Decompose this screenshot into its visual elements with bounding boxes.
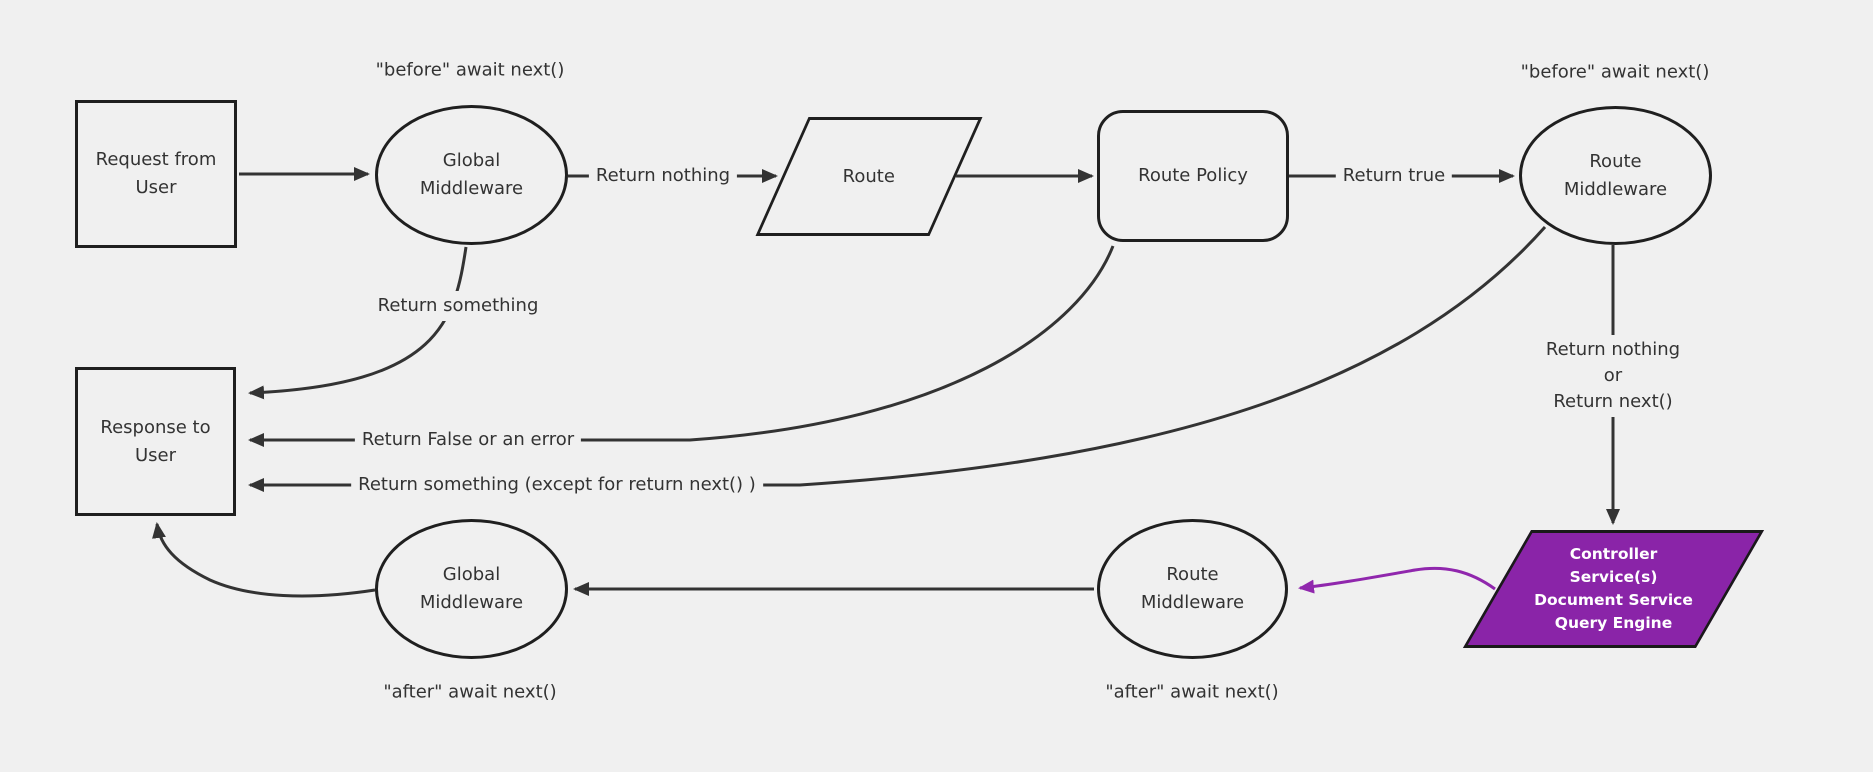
node-route-policy: Route Policy xyxy=(1097,110,1289,242)
node-label-line: Query Engine xyxy=(1554,614,1673,632)
edge-route-policy-to-response-return-false xyxy=(248,245,1115,447)
annotation-after-await-global: "after" await next() xyxy=(383,681,557,703)
node-label-line: Middleware xyxy=(1140,592,1245,613)
node-label-line: Global xyxy=(442,150,501,171)
node-label-line: Route xyxy=(842,165,896,187)
node-label-line: Service(s) xyxy=(1569,568,1658,586)
node-label-line: Controller xyxy=(1569,545,1658,563)
edge-global-middleware-bottom-to-response xyxy=(152,522,376,598)
node-label-line: Middleware xyxy=(1563,178,1668,200)
edge-label-return-false-or-error: Return False or an error xyxy=(354,425,582,455)
node-label-line: User xyxy=(135,177,177,198)
edge-label-line: Return next() xyxy=(1553,391,1673,412)
node-global-middleware-top: Global Middleware xyxy=(375,105,568,245)
edge-global-middleware-to-response-return-something xyxy=(248,246,468,400)
node-global-middleware-bottom: Global Middleware xyxy=(375,519,568,659)
node-label-line: User xyxy=(134,444,177,466)
node-label-line: Document Service xyxy=(1534,591,1693,609)
edge-route-middleware-to-response-return-something-except xyxy=(248,226,1547,492)
node-label-line: Route xyxy=(1166,564,1219,585)
node-controller-services: Controller Service(s) Document Service Q… xyxy=(1462,530,1765,648)
node-label-line: Middleware xyxy=(419,592,524,613)
node-response-to-user: Response to User xyxy=(75,367,236,516)
node-label-line: Middleware xyxy=(419,178,524,199)
edge-label-return-something-except: Return something (except for return next… xyxy=(351,470,763,500)
edge-label-return-nothing: Return nothing xyxy=(588,161,738,191)
node-label-line: Response to xyxy=(100,416,211,438)
node-label-line: Request from xyxy=(95,149,217,170)
edge-label-line: or xyxy=(1603,365,1623,386)
annotation-before-await-global: "before" await next() xyxy=(375,59,565,81)
edge-label-return-something: Return something xyxy=(370,291,546,321)
edge-label-return-true: Return true xyxy=(1335,161,1453,191)
node-request-from-user: Request from User xyxy=(75,100,237,248)
edge-label-return-nothing-or-return-next: Return nothing or Return next() xyxy=(1538,335,1688,417)
annotation-after-await-route: "after" await next() xyxy=(1105,681,1279,703)
annotation-before-await-route: "before" await next() xyxy=(1520,61,1710,83)
node-label-line: Global xyxy=(442,564,501,585)
node-route-middleware-bottom: Route Middleware xyxy=(1097,519,1288,659)
edge-label-line: Return nothing xyxy=(1545,339,1681,360)
node-route-middleware-top: Route Middleware xyxy=(1519,106,1712,245)
node-label-line: Route xyxy=(1589,150,1642,172)
edge-controller-to-route-middleware-bottom xyxy=(1298,566,1496,594)
node-label-line: Route Policy xyxy=(1138,165,1248,186)
